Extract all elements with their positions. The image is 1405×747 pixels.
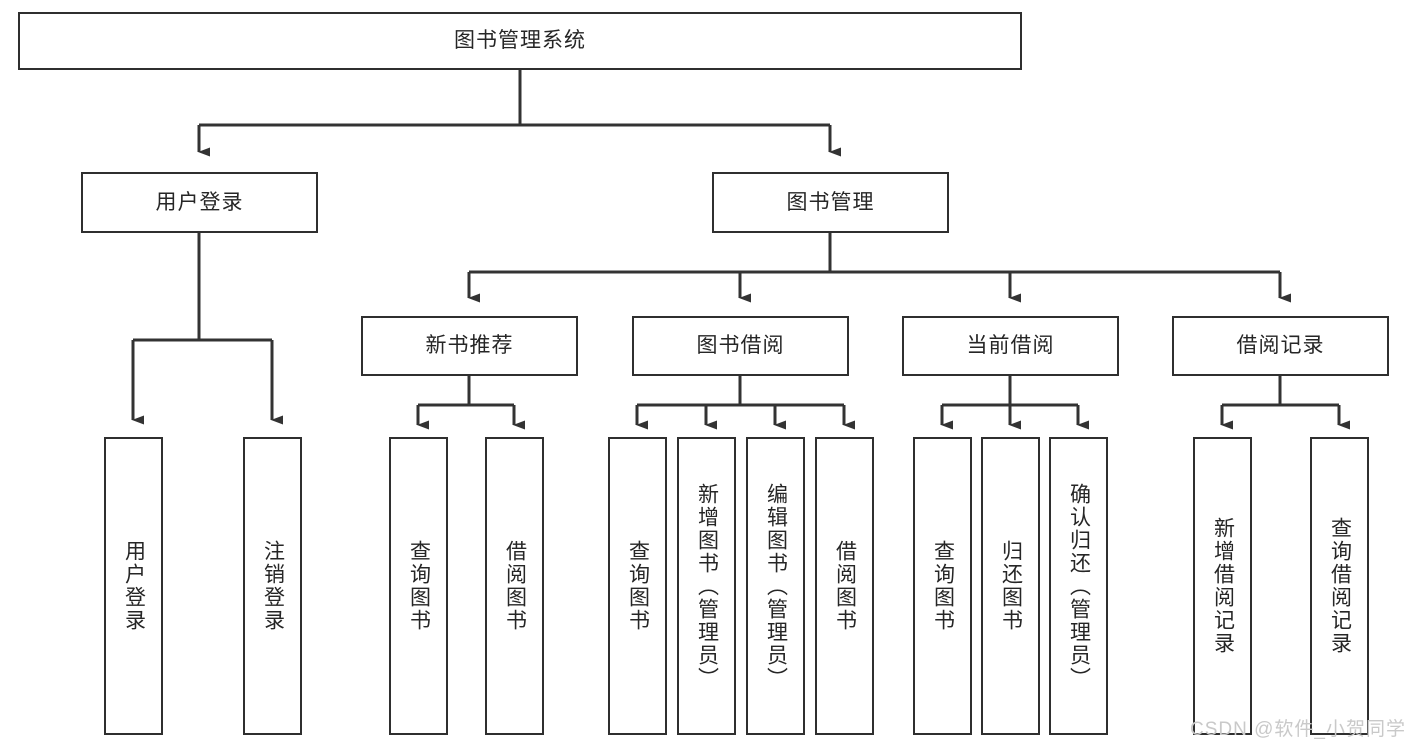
leaf-edit-book-label: 编辑图书（管理员） [764,482,788,690]
leaf-edit-book[interactable]: 编辑图书（管理员） [746,437,805,735]
leaf-add-record[interactable]: 新增借阅记录 [1193,437,1252,735]
node-book-manage[interactable]: 图书管理 [712,172,949,233]
node-user-login-label: 用户登录 [155,190,244,214]
node-current-borrow[interactable]: 当前借阅 [902,316,1119,376]
leaf-borrow-book-2[interactable]: 借阅图书 [815,437,874,735]
node-user-login[interactable]: 用户登录 [81,172,318,233]
leaf-borrow-book-2-label: 借阅图书 [833,540,857,632]
leaf-add-book-label: 新增图书（管理员） [695,482,719,690]
leaf-add-record-label: 新增借阅记录 [1211,517,1235,655]
node-new-book-rec[interactable]: 新书推荐 [361,316,578,376]
leaf-confirm-return[interactable]: 确认归还（管理员） [1049,437,1108,735]
leaf-confirm-return-label: 确认归还（管理员） [1067,482,1091,690]
node-root-label: 图书管理系统 [454,29,586,53]
node-new-book-rec-label: 新书推荐 [425,334,514,358]
leaf-borrow-book-1[interactable]: 借阅图书 [485,437,544,735]
leaf-user-login[interactable]: 用户登录 [104,437,163,735]
leaf-query-book-1[interactable]: 查询图书 [389,437,448,735]
leaf-query-book-2-label: 查询图书 [626,540,650,632]
leaf-borrow-book-1-label: 借阅图书 [503,540,527,632]
leaf-logout-login[interactable]: 注销登录 [243,437,302,735]
leaf-query-book-2[interactable]: 查询图书 [608,437,667,735]
node-book-borrow-label: 图书借阅 [696,334,785,358]
node-current-borrow-label: 当前借阅 [966,334,1055,358]
node-borrow-record[interactable]: 借阅记录 [1172,316,1389,376]
node-borrow-record-label: 借阅记录 [1236,334,1325,358]
leaf-return-book[interactable]: 归还图书 [981,437,1040,735]
node-root[interactable]: 图书管理系统 [18,12,1022,70]
node-book-borrow[interactable]: 图书借阅 [632,316,849,376]
leaf-query-record[interactable]: 查询借阅记录 [1310,437,1369,735]
leaf-return-book-label: 归还图书 [999,540,1023,632]
leaf-query-book-1-label: 查询图书 [407,540,431,632]
node-book-manage-label: 图书管理 [786,190,875,214]
leaf-user-login-label: 用户登录 [122,540,146,632]
leaf-add-book[interactable]: 新增图书（管理员） [677,437,736,735]
leaf-query-book-3[interactable]: 查询图书 [913,437,972,735]
leaf-query-record-label: 查询借阅记录 [1328,517,1352,655]
leaf-logout-login-label: 注销登录 [261,540,285,632]
leaf-query-book-3-label: 查询图书 [931,540,955,632]
